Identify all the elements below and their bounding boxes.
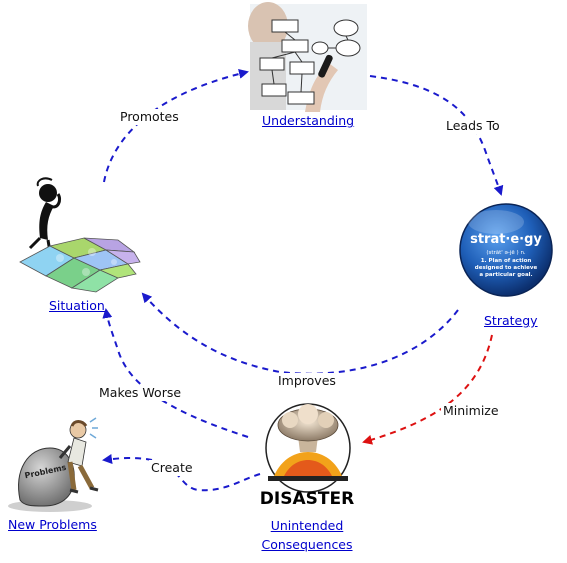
badge-def-1: 1. Plan of action [481,258,532,264]
edge-label-improves: Improves [276,373,338,389]
edge-promotes [103,68,249,183]
node-understanding-link[interactable]: Understanding [262,113,355,128]
edge-label-promotes: Promotes [118,109,181,125]
edge-minimize [362,334,493,445]
node-situation-link[interactable]: Situation [49,298,105,313]
edge-label-leads-to: Leads To [444,118,502,134]
badge-def-2: designed to achieve [475,265,538,271]
node-unintended-line-1: Unintended [270,518,344,533]
strategy-badge-icon: strat·e·gy (străt' ə-jē ) n. 1. Plan of … [459,203,553,297]
edge-label-makes-worse: Makes Worse [97,385,184,401]
edge-leads-to [369,75,504,196]
node-unintended-consequences-link[interactable]: Unintended Consequences [258,516,356,554]
badge-def-3: a particular goal. [479,272,532,278]
edge-improves [141,292,459,375]
disaster-caption: DISASTER [260,489,354,509]
badge-word: strat·e·gy [470,232,542,247]
disaster-mushroom-cloud-icon: DISASTER [260,403,354,509]
person-pushing-problems-icon: Problems [8,417,99,512]
edge-label-create: Create [149,460,195,476]
node-strategy-link[interactable]: Strategy [484,313,538,328]
node-unintended-line-2: Consequences [261,537,353,552]
node-new-problems-link[interactable]: New Problems [8,517,97,532]
edge-label-minimize: Minimize [441,403,501,419]
puzzle-thinker-icon [19,177,141,293]
flowchart-drawing-icon [248,2,367,112]
badge-phonetic: (străt' ə-jē ) n. [486,250,526,256]
edge-makes-worse [102,308,249,438]
